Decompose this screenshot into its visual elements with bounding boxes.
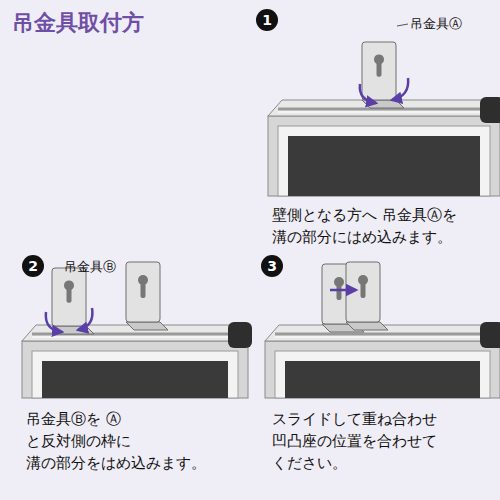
corner-cap xyxy=(480,97,500,123)
hanging-bracket xyxy=(346,262,388,330)
frame-top xyxy=(268,100,500,116)
corner-cap xyxy=(480,322,500,348)
bracket-plate xyxy=(362,42,396,100)
purple-arrow xyxy=(392,78,408,100)
frame-figure xyxy=(268,97,500,196)
frame-bevel xyxy=(32,351,238,398)
step-number: 2 xyxy=(22,255,44,277)
groove xyxy=(275,333,488,336)
bracket-foot xyxy=(346,322,388,330)
purple-arrow xyxy=(78,308,92,330)
frame-bevel xyxy=(275,351,490,398)
keyhole-slot xyxy=(141,280,146,298)
frame-figure xyxy=(265,322,500,398)
instruction-text: 吊金具Ⓑを Ⓐと反対側の枠に 溝の部分をはめ込みます。 xyxy=(26,408,222,474)
part-name: 吊金具Ⓑ xyxy=(64,256,116,278)
purple-arrow xyxy=(360,84,376,103)
bracket-foot xyxy=(52,326,94,334)
step-digit: 3 xyxy=(267,258,277,274)
label-text: 吊金具Ⓑ xyxy=(64,259,116,274)
bracket-plate xyxy=(126,262,160,322)
frame-front xyxy=(268,116,500,196)
frame-front xyxy=(265,341,500,398)
step-number: 3 xyxy=(261,255,283,277)
groove-light xyxy=(278,112,488,113)
bracket-plate xyxy=(346,262,380,322)
keyhole-slot xyxy=(377,59,382,76)
board xyxy=(42,361,228,398)
step-digit: 2 xyxy=(28,258,38,274)
hanging-bracket xyxy=(126,262,168,330)
purple-arrow xyxy=(46,312,62,332)
instruction-text: 壁側となる方へ 吊金具Ⓐを 溝の部分にはめ込みます。 xyxy=(272,204,487,248)
groove-light xyxy=(275,337,488,338)
hanging-bracket xyxy=(52,268,94,334)
keyhole-slot xyxy=(361,280,366,298)
frame-figure xyxy=(22,322,252,398)
label-text: スライドして重ね合わせ 凹凸座の位置を合わせて ください。 xyxy=(272,410,437,472)
instruction-text: スライドして重ね合わせ 凹凸座の位置を合わせて ください。 xyxy=(272,408,482,474)
board xyxy=(285,361,480,398)
board xyxy=(288,136,480,196)
keyhole-slot xyxy=(67,285,72,302)
label-text: 吊金具Ⓑを Ⓐと反対側の枠に 溝の部分をはめ込みます。 xyxy=(26,410,206,472)
part-name: 吊金具Ⓐ xyxy=(410,13,462,35)
corner-cap xyxy=(228,322,252,348)
frame-front xyxy=(22,341,248,398)
step-digit: 1 xyxy=(262,12,272,28)
label-text: 吊金具Ⓐ xyxy=(410,16,462,31)
bracket-plate xyxy=(52,268,86,326)
purple-arrow xyxy=(330,289,356,292)
frame-bevel xyxy=(278,126,490,196)
groove-light xyxy=(32,337,236,338)
title: 吊金具取付方 xyxy=(12,8,144,38)
leader-line xyxy=(397,24,408,26)
step-number: 1 xyxy=(256,9,278,31)
bracket-foot xyxy=(126,322,168,330)
label-text: 壁側となる方へ 吊金具Ⓐを 溝の部分にはめ込みます。 xyxy=(272,206,457,246)
